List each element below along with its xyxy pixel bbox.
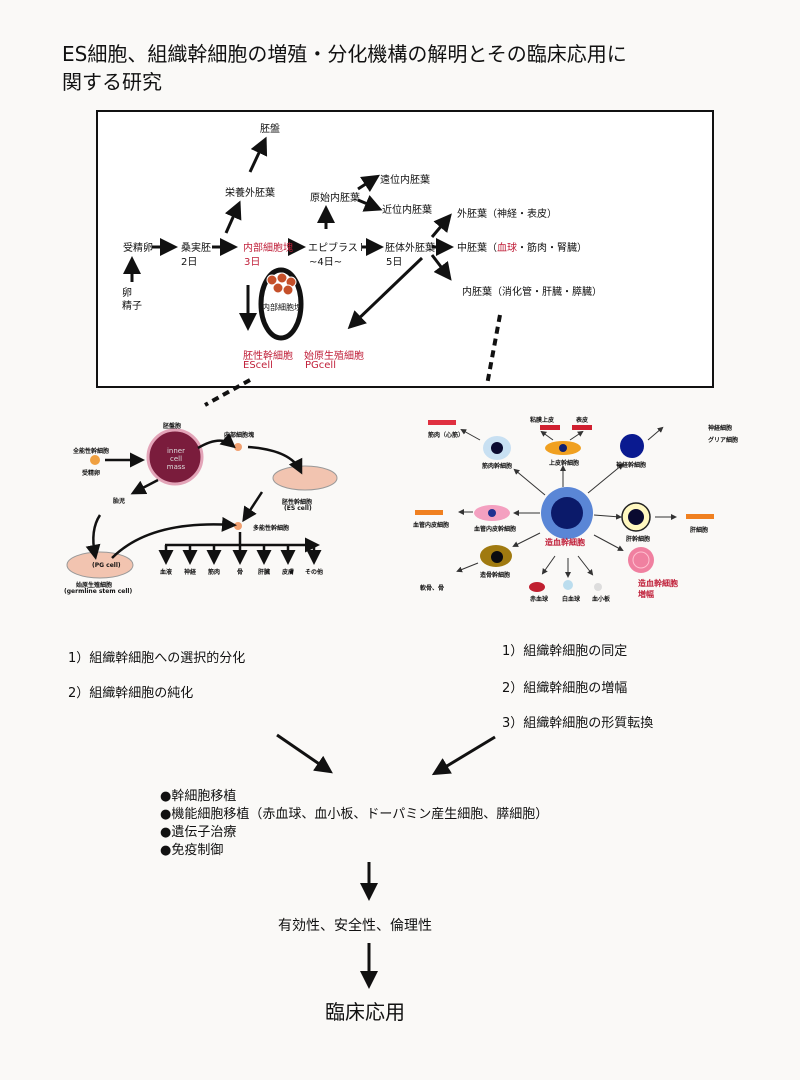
icm-label: 内部細胞塊 bbox=[224, 432, 255, 439]
flow-arrows bbox=[123, 136, 496, 989]
fertilized-egg-label: 受精卵 bbox=[82, 470, 101, 477]
rbc-label: 赤血球 bbox=[530, 596, 549, 603]
egg-label: 卵 bbox=[122, 288, 132, 299]
es-en-label: (ES cell) bbox=[284, 505, 312, 512]
blastocyst-label: 胚盤胞 bbox=[163, 423, 182, 430]
es-label: 胚性幹細胞 bbox=[282, 499, 313, 506]
bone-label: 軟骨、骨 bbox=[420, 585, 445, 592]
epiblast-day: ~4日~ bbox=[309, 257, 343, 268]
muscle-stem-label: 筋肉幹細胞 bbox=[482, 463, 513, 470]
germline-en-label: (germline stem cell) bbox=[64, 588, 133, 595]
pg-cell-label: 始原生殖細胞 bbox=[304, 351, 364, 362]
bone-stem-label: 造骨幹細胞 bbox=[480, 572, 511, 579]
output-label: 皮膚 bbox=[282, 569, 295, 576]
left-list-item: 1）組織幹細胞への選択的分化 bbox=[68, 651, 246, 666]
icm-en-label: inner cell mass bbox=[166, 447, 186, 471]
output-label: 骨 bbox=[237, 569, 244, 576]
fetus-label: 胎児 bbox=[113, 498, 126, 505]
output-label: 筋肉 bbox=[208, 569, 221, 576]
morula-label: 桑実胚 bbox=[181, 243, 211, 254]
icm-label: 内部細胞塊 bbox=[243, 243, 293, 254]
dashed-arrows bbox=[204, 314, 502, 407]
endo-label: 血管内皮細胞 bbox=[413, 522, 450, 529]
neural-stem-label: 神経幹細胞 bbox=[616, 462, 647, 469]
title-line-1: ES細胞、組織幹細胞の増殖・分化機構の解明とその臨床応用に bbox=[62, 42, 627, 66]
output-label: その他 bbox=[305, 569, 324, 576]
epiblast-label: エピブラスト bbox=[308, 243, 368, 254]
distal-endoderm-label: 遠位内胚葉 bbox=[380, 175, 430, 186]
output-label: 神経 bbox=[184, 569, 197, 576]
glia-label: グリア細胞 bbox=[708, 437, 739, 444]
morula-day: 2日 bbox=[181, 257, 198, 268]
left-list-item: 2）組織幹細胞の純化 bbox=[68, 686, 194, 701]
ee-day: 5日 bbox=[386, 257, 403, 268]
embryonic-ectoderm-label: 胚体外胚葉 bbox=[385, 243, 435, 254]
bullet-item: ●機能細胞移植（赤血球、血小板、ドーパミン産生細胞、膵細胞） bbox=[160, 807, 549, 822]
bullet-item: ●幹細胞移植 bbox=[160, 789, 237, 804]
right-list-item: 1）組織幹細胞の同定 bbox=[502, 644, 628, 659]
placenta-label: 胚盤 bbox=[260, 124, 280, 135]
output-label: 血液 bbox=[160, 569, 173, 576]
primitive-endoderm-label: 原始内胚葉 bbox=[310, 193, 360, 204]
trophectoderm-label: 栄養外胚葉 bbox=[225, 188, 275, 199]
muscle-label: 筋肉（心筋） bbox=[428, 432, 465, 439]
pg-cell-en: PGcell bbox=[305, 360, 336, 371]
epi-stem-label: 上皮幹細胞 bbox=[549, 460, 580, 467]
mucosa-label: 粘膜上皮 bbox=[530, 417, 555, 424]
endoderm-label: 内胚葉（消化管・肝臓・膵臓） bbox=[462, 287, 602, 298]
neuron-label: 神経細胞 bbox=[708, 425, 733, 432]
pg-label: (PG cell) bbox=[92, 562, 121, 569]
totipotent-label: 全能性幹細胞 bbox=[73, 448, 110, 455]
liver-label: 肝細胞 bbox=[690, 527, 709, 534]
bullet-item: ●免疫制御 bbox=[160, 843, 224, 858]
bullet-item: ●遺伝子治療 bbox=[160, 825, 237, 840]
goal-text: 臨床応用 bbox=[325, 1000, 405, 1024]
criteria-text: 有効性、安全性、倫理性 bbox=[278, 918, 432, 934]
output-label: 肝臓 bbox=[258, 569, 271, 576]
proximal-endoderm-label: 近位内胚葉 bbox=[382, 205, 432, 216]
hsc-expand-label: 造血幹細胞増幅 bbox=[638, 579, 678, 599]
platelet-label: 血小板 bbox=[592, 596, 611, 603]
epidermis-label: 表皮 bbox=[576, 417, 589, 424]
es-cell-label: 胚性幹細胞 bbox=[243, 351, 293, 362]
endo-stem-label: 血管内皮幹細胞 bbox=[474, 526, 517, 533]
mesoderm-label: 中胚葉（血球・筋肉・腎臓） bbox=[457, 243, 587, 254]
ectoderm-label: 外胚葉（神経・表皮） bbox=[457, 209, 557, 220]
development-flow-box bbox=[96, 110, 714, 388]
blastocyst-image bbox=[146, 428, 204, 486]
es-cell-en: EScell bbox=[243, 360, 273, 371]
germline-label: 始原生殖細胞 bbox=[76, 582, 113, 589]
sperm-label: 精子 bbox=[122, 301, 142, 312]
icm-day: 3日 bbox=[244, 257, 261, 268]
icm-oval-label: 内部細胞塊 bbox=[262, 303, 302, 312]
pluripotent-label: 多能性幹細胞 bbox=[253, 525, 290, 532]
hsc-label: 造血幹細胞 bbox=[545, 538, 585, 547]
liver-stem-label: 肝幹細胞 bbox=[626, 536, 651, 543]
right-list-item: 3）組織幹細胞の形質転換 bbox=[502, 716, 654, 731]
wbc-label: 白血球 bbox=[562, 596, 581, 603]
title-line-2: 関する研究 bbox=[62, 70, 162, 94]
right-list-item: 2）組織幹細胞の増幅 bbox=[502, 681, 628, 696]
fertilized-egg-label: 受精卵 bbox=[123, 243, 153, 254]
